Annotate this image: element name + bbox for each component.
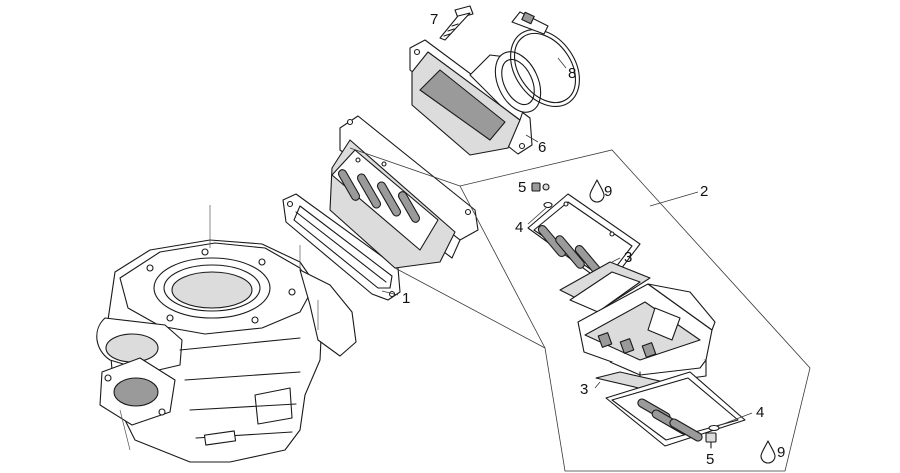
threadlock-drop-icon xyxy=(589,179,605,203)
gasket-part-1 xyxy=(282,193,401,301)
callout-6: 6 xyxy=(538,139,546,156)
callout-7: 7 xyxy=(430,11,438,28)
callout-2: 2 xyxy=(700,183,708,200)
callout-3: 3 xyxy=(624,249,632,266)
screw-part-5-upper xyxy=(531,182,550,192)
reed-stopper-upper xyxy=(559,261,651,313)
bolt-part-7 xyxy=(439,5,474,41)
leader-lines xyxy=(381,57,753,427)
callout-5: 5 xyxy=(518,179,526,196)
reed-valve-part xyxy=(329,115,479,269)
reed-assembly-detail-inset xyxy=(349,147,811,472)
callout-4: 4 xyxy=(756,404,764,421)
callout-3: 3 xyxy=(580,381,588,398)
hose-clamp-part-8 xyxy=(510,11,580,108)
reed-cage-block xyxy=(577,283,716,386)
callout-1: 1 xyxy=(402,290,410,307)
washer-part-4-lower xyxy=(708,424,720,432)
cylinder-part xyxy=(96,205,357,463)
callout-5: 5 xyxy=(706,451,714,468)
callout-8: 8 xyxy=(568,65,576,82)
washer-part-4-upper xyxy=(543,201,553,209)
callout-9: 9 xyxy=(604,183,612,200)
threadlock-drop-icon xyxy=(760,440,776,464)
screw-part-5-lower xyxy=(705,432,717,449)
callout-4: 4 xyxy=(515,219,523,236)
callout-9: 9 xyxy=(777,444,785,461)
intake-manifold-part-6 xyxy=(409,39,542,156)
